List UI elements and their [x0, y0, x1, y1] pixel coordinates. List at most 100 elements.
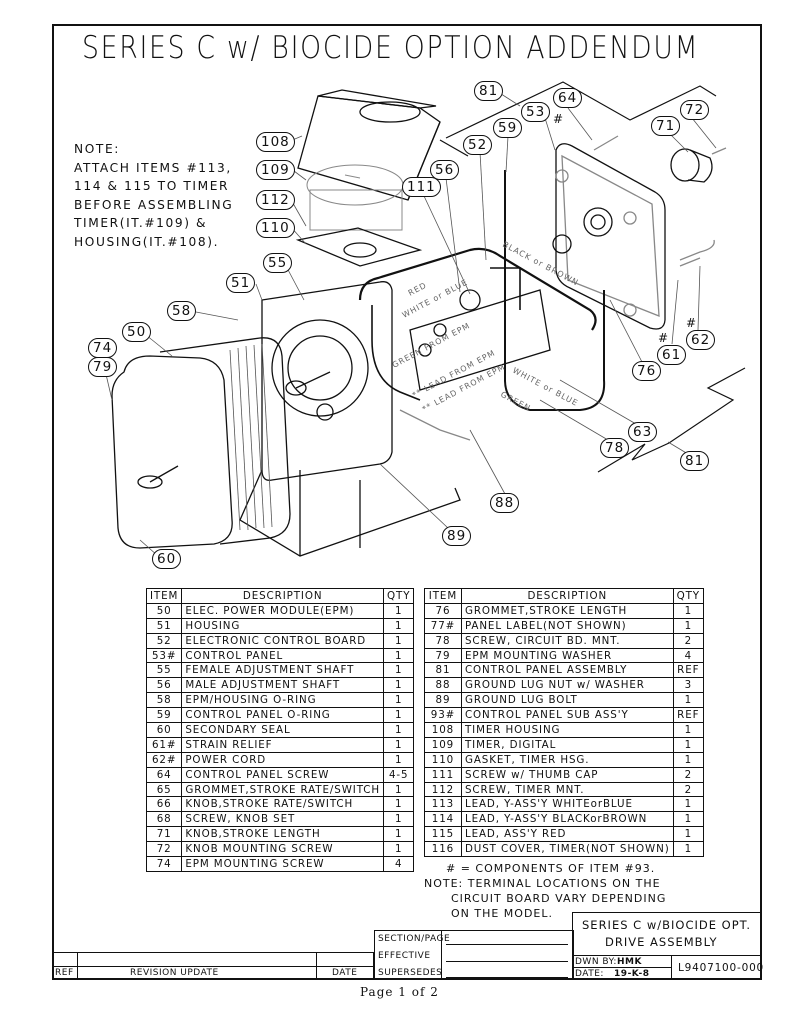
drawing-title-line2: DRIVE ASSEMBLY — [605, 935, 718, 949]
item-qty: 1 — [383, 736, 415, 753]
wire-label-green: GREEN — [499, 390, 532, 413]
item-description: ELECTRONIC CONTROL BOARD — [181, 632, 385, 649]
callout-63: 63 — [628, 422, 658, 442]
item-qty: 4-5 — [383, 766, 415, 783]
item-number: 52 — [145, 632, 183, 649]
item-number: 71 — [145, 826, 183, 843]
item-qty: 1 — [672, 602, 705, 619]
item-qty: 1 — [672, 841, 705, 858]
item-number: 58 — [145, 692, 183, 709]
item-qty: 1 — [383, 602, 415, 619]
section-page-label: SECTION/PAGE — [378, 934, 451, 944]
item-description: EPM MOUNTING SCREW — [181, 856, 385, 872]
item-qty: 1 — [383, 707, 415, 724]
item-qty: 1 — [672, 811, 705, 828]
callout-111: 111 — [402, 177, 441, 197]
callout-58: 58 — [167, 301, 197, 321]
timer-gasket-drawing — [295, 227, 423, 267]
item-qty: 1 — [383, 811, 415, 828]
item-number: 65 — [145, 781, 183, 798]
item-description: GROMMET,STROKE LENGTH — [460, 602, 674, 619]
item-number: 115 — [424, 826, 462, 843]
item-number: 53# — [145, 647, 183, 664]
housing-drawing — [239, 281, 461, 557]
item-number: 79 — [424, 647, 462, 664]
item-number: 64 — [145, 766, 183, 783]
item-description: CONTROL PANEL — [181, 647, 385, 664]
item-number: 50 — [145, 602, 183, 619]
callout-61: 61 — [657, 345, 687, 365]
item-description: STRAIN RELIEF — [181, 736, 385, 753]
item-number: 72 — [145, 841, 183, 858]
item-qty: 1 — [383, 841, 415, 858]
item-number: 62# — [145, 751, 183, 768]
item-qty: 2 — [672, 781, 705, 798]
effective-field — [446, 961, 568, 962]
component-mark-53: # — [553, 112, 564, 126]
revision-divider — [52, 966, 374, 967]
item-description: MALE ADJUSTMENT SHAFT — [181, 677, 385, 694]
callout-79: 79 — [88, 357, 118, 377]
item-number: 66 — [145, 796, 183, 813]
item-description: KNOB MOUNTING SCREW — [181, 841, 385, 858]
item-description: GROUND LUG NUT w/ WASHER — [460, 677, 674, 694]
item-number: 77# — [424, 617, 462, 634]
item-qty: 1 — [383, 692, 415, 709]
revision-col-divider — [77, 952, 78, 980]
column-header-description: DESCRIPTION — [181, 588, 385, 604]
item-description: GROUND LUG BOLT — [460, 692, 674, 709]
supersedes-field — [446, 977, 568, 978]
column-header-item: ITEM — [424, 588, 462, 604]
power-cord-drawing — [679, 239, 715, 267]
item-number: 61# — [145, 736, 183, 753]
item-qty: 1 — [383, 751, 415, 768]
callout-51: 51 — [226, 273, 256, 293]
item-number: 88 — [424, 677, 462, 694]
item-qty: 2 — [672, 632, 705, 649]
callout-56: 56 — [430, 160, 460, 180]
callout-112: 112 — [256, 190, 295, 210]
item-qty: 1 — [672, 826, 705, 843]
item-description: KNOB,STROKE RATE/SWITCH — [181, 796, 385, 813]
epm-drawing — [111, 337, 291, 549]
terminal-note-line: CIRCUIT BOARD VARY DEPENDING — [424, 892, 667, 905]
drawing-title-line1: SERIES C w/BIOCIDE OPT. — [582, 918, 751, 932]
callout-109: 109 — [256, 160, 295, 180]
item-description: EPM MOUNTING WASHER — [460, 647, 674, 664]
item-description: LEAD, Y-ASS'Y WHITEorBLUE — [460, 796, 674, 813]
item-description: SECONDARY SEAL — [181, 722, 385, 738]
callout-leaders — [104, 91, 717, 557]
item-number: 89 — [424, 692, 462, 709]
item-description: CONTROL PANEL O-RING — [181, 707, 385, 724]
item-qty: REF — [672, 662, 705, 679]
item-number: 68 — [145, 811, 183, 828]
callout-72: 72 — [680, 100, 710, 120]
table-header-row: ITEM DESCRIPTION QTY — [145, 588, 415, 604]
item-qty: 1 — [672, 692, 705, 709]
revision-date-label: DATE — [332, 968, 358, 978]
callout-55: 55 — [263, 253, 293, 273]
item-description: CONTROL PANEL SCREW — [181, 766, 385, 783]
wire-label-white-blue: WHITE or BLUE — [401, 278, 470, 320]
table-header-row: ITEM DESCRIPTION QTY — [424, 588, 705, 604]
callout-81-bottom: 81 — [680, 451, 710, 471]
item-description: KNOB,STROKE LENGTH — [181, 826, 385, 843]
